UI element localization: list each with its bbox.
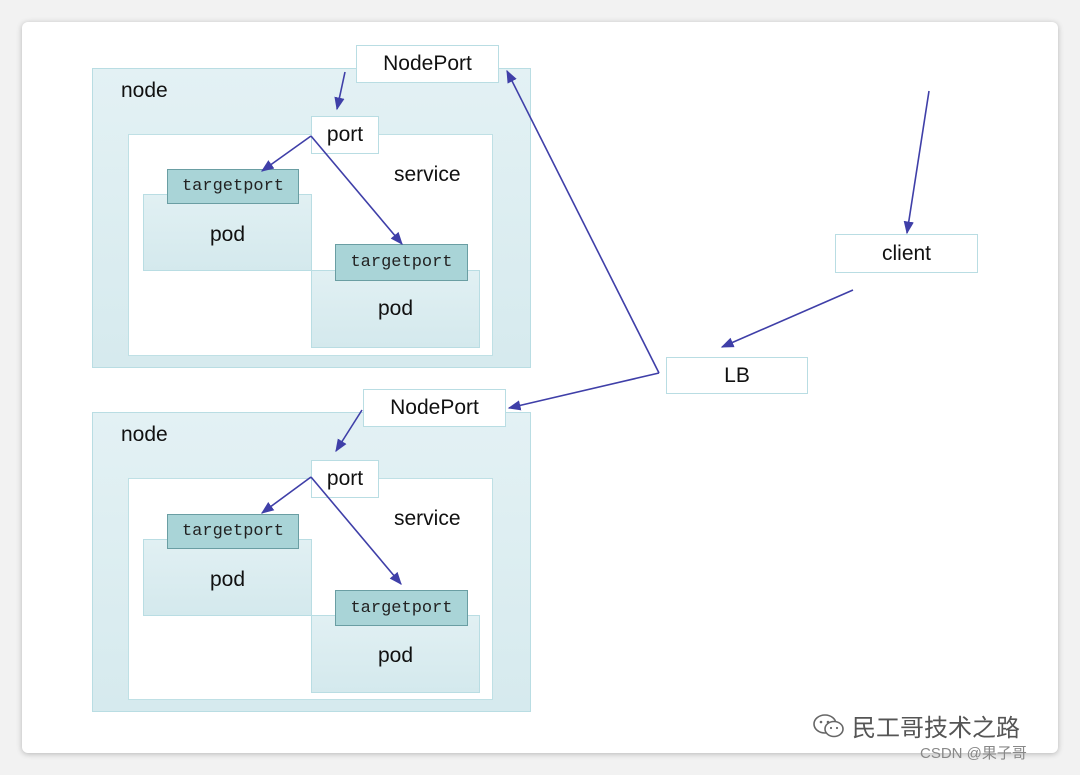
nodeport-1: NodePort [356, 45, 499, 83]
pod-1a: pod [143, 194, 312, 271]
lb-box: LB [666, 357, 808, 394]
client-box: client [835, 234, 978, 273]
port-2: port [311, 460, 379, 498]
pod-1b-label: pod [377, 297, 414, 320]
node-1-label: node [121, 79, 168, 102]
watermark-text: 民工哥技术之路 [852, 715, 1020, 742]
csdn-credit: CSDN @果子哥 [920, 745, 1027, 762]
port-1: port [311, 116, 379, 154]
service-1-label: service [394, 163, 461, 186]
pod-1a-label: pod [209, 223, 246, 246]
nodeport-2: NodePort [363, 389, 506, 427]
pod-2a-label: pod [209, 568, 246, 591]
targetport-2b: targetport [335, 590, 468, 626]
pod-2a: pod [143, 539, 312, 616]
service-2-label: service [394, 507, 461, 530]
watermark: 民工哥技术之路 [812, 708, 1020, 743]
targetport-1a: targetport [167, 169, 299, 204]
pod-1b: pod [311, 270, 480, 348]
pod-2b: pod [311, 615, 480, 693]
targetport-1b: targetport [335, 244, 468, 281]
wechat-icon [813, 713, 844, 737]
targetport-2a: targetport [167, 514, 299, 549]
pod-2b-label: pod [377, 644, 414, 667]
node-2-label: node [121, 423, 168, 446]
